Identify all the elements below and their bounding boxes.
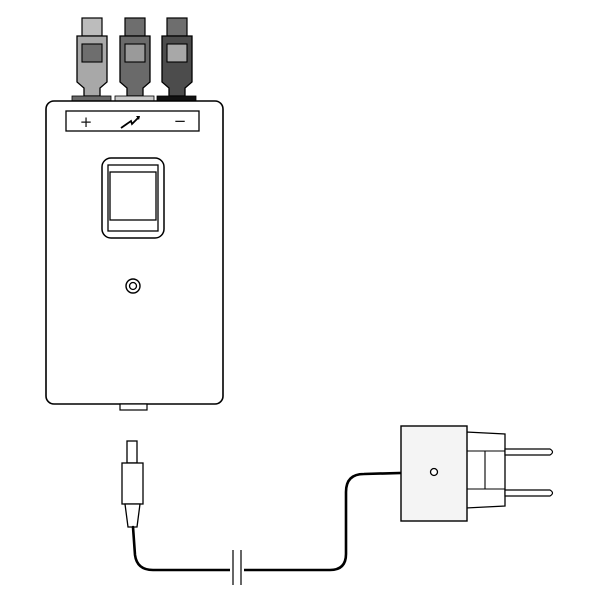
power-adapter[interactable] xyxy=(400,425,506,522)
cable-break-mark xyxy=(230,550,244,585)
label-positive: + xyxy=(80,113,93,131)
adapter-cable-entry xyxy=(429,467,439,477)
banana-plug-red[interactable] xyxy=(76,17,108,97)
signal-arrow-icon xyxy=(120,116,140,129)
label-negative: − xyxy=(174,112,187,130)
indicator-led xyxy=(125,278,141,294)
banana-plug-ground[interactable] xyxy=(161,17,193,97)
switch-rocker[interactable] xyxy=(109,171,157,221)
barrel-plug[interactable] xyxy=(121,440,144,528)
banana-plug-black[interactable] xyxy=(119,17,151,97)
dc-input-socket[interactable] xyxy=(119,403,148,411)
adapter-pins xyxy=(504,448,554,497)
device-housing xyxy=(45,100,224,405)
power-switch[interactable] xyxy=(101,157,165,239)
terminal-label-panel xyxy=(65,110,200,132)
power-cable xyxy=(131,470,436,572)
